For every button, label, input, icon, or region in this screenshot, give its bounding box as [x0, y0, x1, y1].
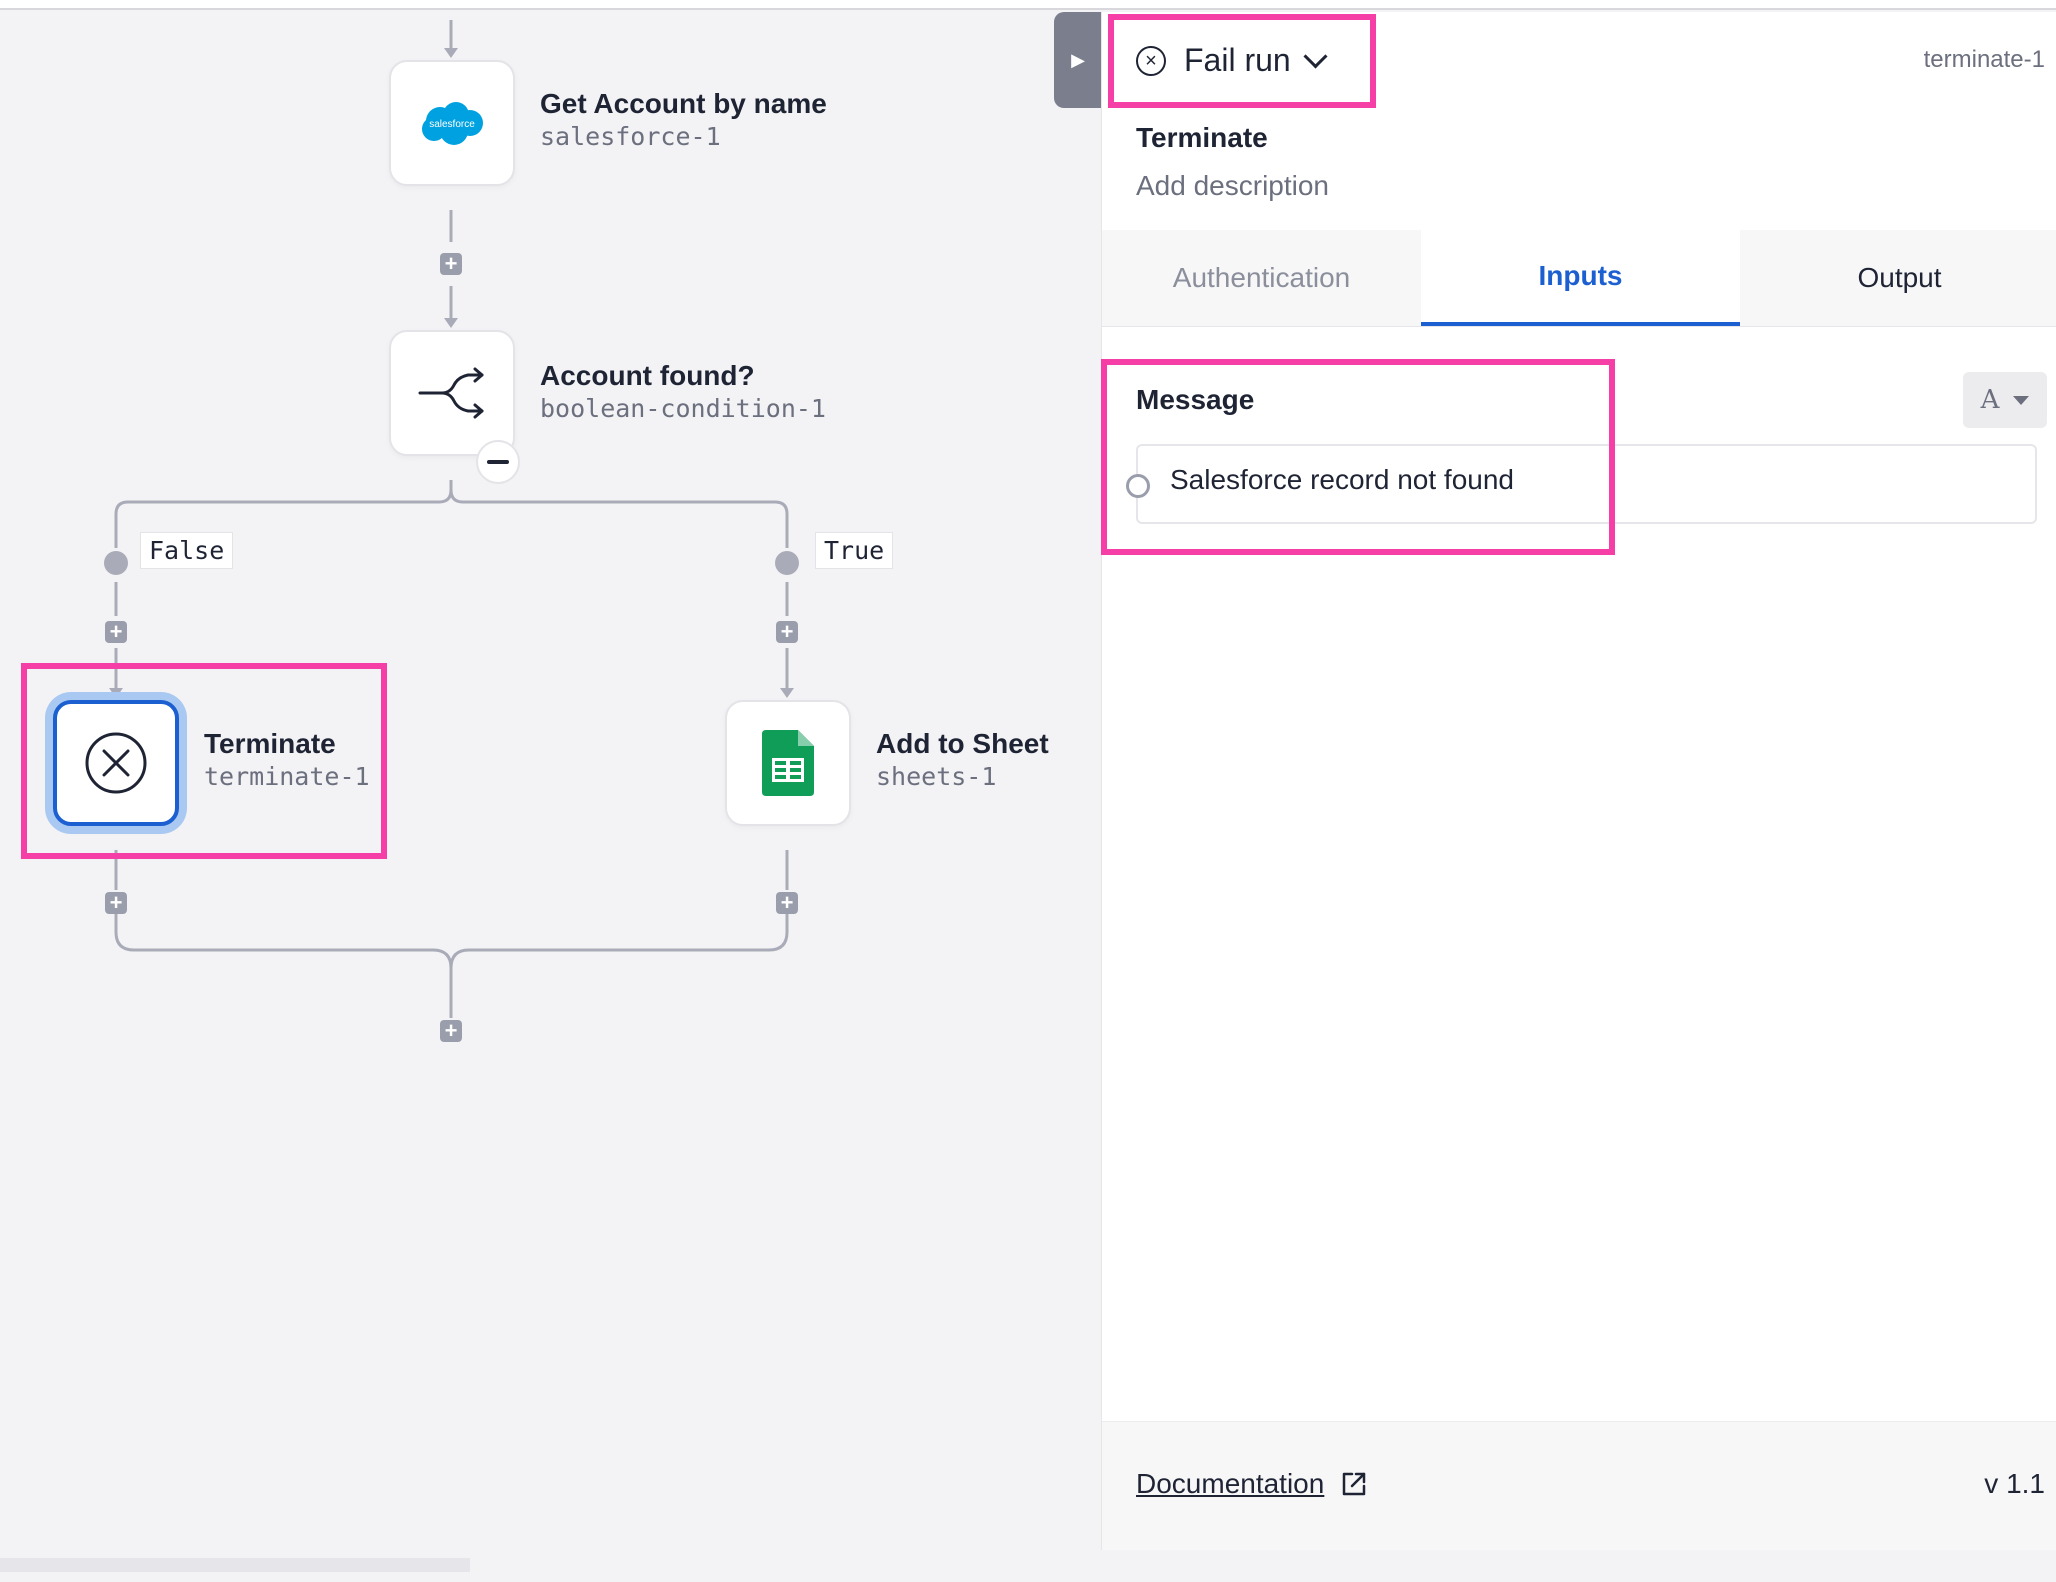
external-link-icon [1343, 1472, 1366, 1496]
step-config-panel: × Fail run terminate-1 Terminate Add des… [1101, 12, 2056, 1550]
documentation-label: Documentation [1136, 1468, 1325, 1499]
sheets-step-node[interactable] [725, 700, 851, 826]
window-top-border [0, 0, 2056, 10]
caret-down-icon [2013, 395, 2030, 405]
node-title: Account found? [540, 360, 755, 391]
close-circle-icon: × [1136, 45, 1166, 76]
panel-footer: Documentation v 1.1 [1102, 1421, 2056, 1550]
close-circle-icon [85, 732, 147, 794]
version-label: v 1.1 [1984, 1468, 2045, 1499]
step-id: terminate-1 [1923, 46, 2045, 73]
node-id: terminate-1 [204, 762, 370, 791]
salesforce-step-node[interactable]: salesforce [389, 60, 515, 186]
true-branch-label: True [815, 532, 894, 569]
node-id: salesforce-1 [540, 122, 721, 151]
terminate-step-node[interactable] [53, 700, 179, 826]
collapse-panel-button[interactable]: ▶ [1054, 12, 1102, 108]
tab-output[interactable]: Output [1857, 262, 1942, 293]
panel-tabs: Authentication Inputs Output [1102, 230, 2056, 327]
add-step-button[interactable]: + [776, 892, 798, 914]
message-label: Message [1136, 384, 1255, 415]
add-step-button[interactable]: + [105, 892, 127, 914]
documentation-link[interactable]: Documentation [1136, 1468, 1368, 1500]
caret-right-icon: ▶ [1071, 49, 1085, 70]
add-step-button[interactable]: + [105, 621, 127, 643]
description-field[interactable]: Add description [1136, 170, 1330, 201]
workflow-canvas[interactable]: + + + + + + salesforce Get Account by na… [0, 10, 1101, 1572]
add-step-button[interactable]: + [440, 253, 462, 275]
message-value: Salesforce record not found [1170, 464, 1514, 495]
connector-handle[interactable] [1126, 474, 1150, 498]
node-title: Terminate [204, 728, 336, 759]
collapse-branch-button[interactable] [476, 440, 520, 484]
condition-step-node[interactable] [389, 330, 515, 456]
false-branch-label: False [140, 532, 234, 569]
step-title[interactable]: Terminate [1136, 122, 1268, 153]
tab-inputs[interactable]: Inputs [1421, 230, 1740, 326]
action-label: Fail run [1184, 42, 1291, 78]
node-title: Get Account by name [540, 88, 827, 119]
chevron-down-icon [1303, 44, 1328, 69]
message-input[interactable]: Salesforce record not found [1126, 444, 2037, 524]
action-selector[interactable]: × Fail run [1136, 42, 1328, 79]
google-sheets-icon [762, 730, 814, 796]
salesforce-logo-text: salesforce [429, 119, 475, 130]
node-id: boolean-condition-1 [540, 394, 826, 423]
input-type-dropdown[interactable]: A [1963, 372, 2047, 428]
add-step-button[interactable]: + [440, 1020, 462, 1042]
add-step-button[interactable]: + [776, 621, 798, 643]
text-type-icon: A [1980, 385, 2000, 415]
tab-authentication[interactable]: Authentication [1172, 262, 1351, 293]
node-title: Add to Sheet [876, 728, 1049, 759]
connector-lines [104, 20, 799, 1018]
horizontal-scrollbar[interactable] [0, 1558, 470, 1572]
salesforce-icon: salesforce [422, 102, 483, 145]
branch-icon [418, 367, 484, 419]
node-id: sheets-1 [876, 762, 997, 791]
